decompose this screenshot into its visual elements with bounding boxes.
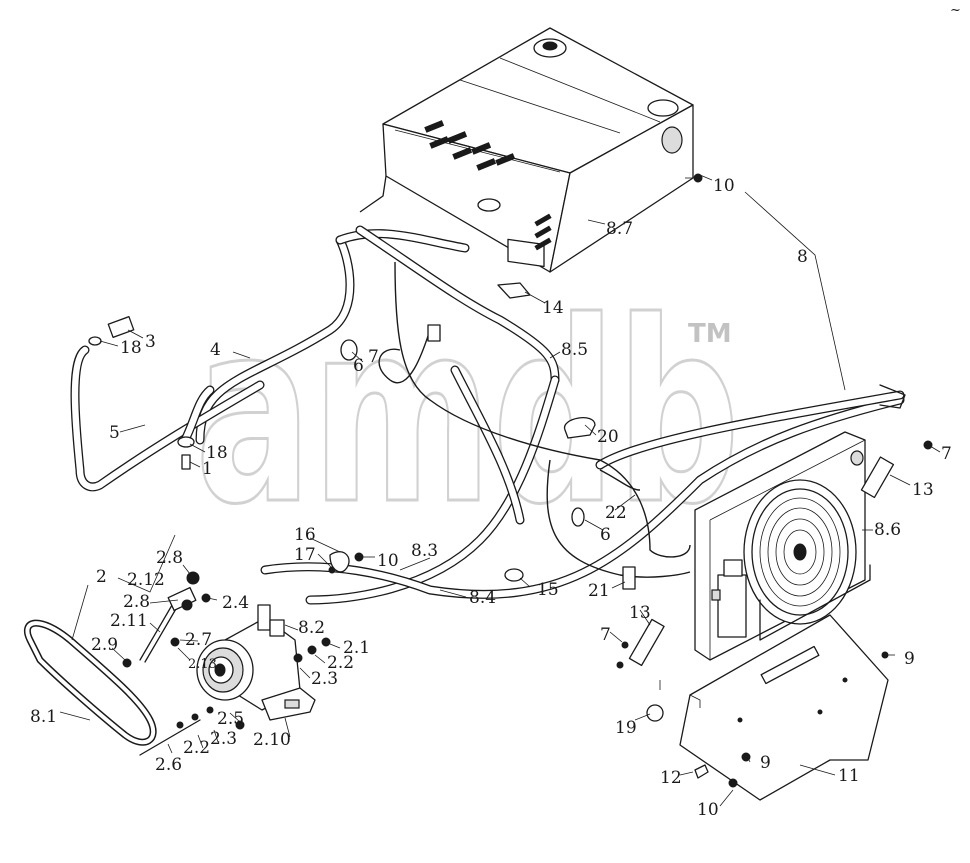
callout-8-7: 8.7 [606,219,633,239]
callout-2-4: 2.4 [222,593,249,613]
callout-2-13: 2.13 [188,657,217,672]
mount-bracket [679,614,889,801]
callout-13-right: 13 [912,480,934,500]
leader-lines [59,174,941,807]
callout-21: 21 [588,581,610,601]
callout-2-10: 2.10 [253,730,291,750]
callout-8-2: 8.2 [298,618,325,638]
callout-17: 17 [294,545,316,565]
callout-2-7: 2.7 [185,630,212,650]
callout-4: 4 [210,340,221,360]
callout-2-3-bottom: 2.3 [210,729,237,749]
evaporator-unit [359,27,694,273]
hose-lines [70,225,905,605]
callout-labels: 10 8 8.7 14 8.5 3 18 4 6 7 5 18 1 20 22 … [30,176,952,820]
compressor-bracket-hardware [122,571,331,756]
callout-2-11: 2.11 [110,611,148,631]
callout-19: 19 [615,718,637,738]
callout-2: 2 [96,567,107,587]
callout-14: 14 [542,298,564,318]
callout-2-8-mid: 2.8 [123,592,150,612]
callout-2-8-top: 2.8 [156,548,183,568]
callout-8-5: 8.5 [561,340,588,360]
callout-2-2-bottom: 2.2 [183,738,210,758]
callout-20: 20 [597,427,619,447]
compressor-assembly [196,604,316,721]
callout-22: 22 [605,503,627,523]
callout-18-bottom: 18 [206,443,228,463]
callout-2-3-right: 2.3 [311,669,338,689]
callout-2-12: 2.12 [127,570,165,590]
callout-5: 5 [109,423,120,443]
callout-2-1: 2.1 [343,638,370,658]
watermark-trademark: TM [688,319,732,349]
callout-12: 12 [660,768,682,788]
callout-16: 16 [294,525,316,545]
corner-mark: ~ [950,3,961,18]
callout-10-mid: 10 [377,551,399,571]
watermark: amdb TM [194,267,742,561]
callout-9-right: 9 [904,649,915,669]
wiring [378,261,906,578]
callout-18-top: 18 [120,338,142,358]
callout-11: 11 [838,766,860,786]
callout-2-5: 2.5 [217,709,244,729]
callout-8-1: 8.1 [30,707,57,727]
callout-15: 15 [537,580,559,600]
callout-8-6: 8.6 [874,520,901,540]
callout-10-evaporator: 10 [713,176,735,196]
watermark-logo: amdb [195,268,740,559]
callout-7-right: 7 [941,444,952,464]
callout-8: 8 [797,247,808,267]
callout-3: 3 [145,332,156,352]
callout-2-6: 2.6 [155,755,182,775]
callout-2-9: 2.9 [91,635,118,655]
callout-6-mid: 6 [600,525,611,545]
condenser-assembly [694,431,871,661]
callout-1: 1 [202,459,213,479]
fan-guard-rings [759,497,841,607]
callout-7-top: 7 [368,347,379,367]
callout-9-bottom: 9 [760,753,771,773]
callout-8-4: 8.4 [469,588,496,608]
callout-6-top: 6 [353,356,364,376]
callout-13-mid: 13 [629,603,651,623]
callout-7-mid: 7 [600,625,611,645]
callout-10-bottom: 10 [697,800,719,820]
callout-2-2-right: 2.2 [327,653,354,673]
callout-8-3: 8.3 [411,541,438,561]
